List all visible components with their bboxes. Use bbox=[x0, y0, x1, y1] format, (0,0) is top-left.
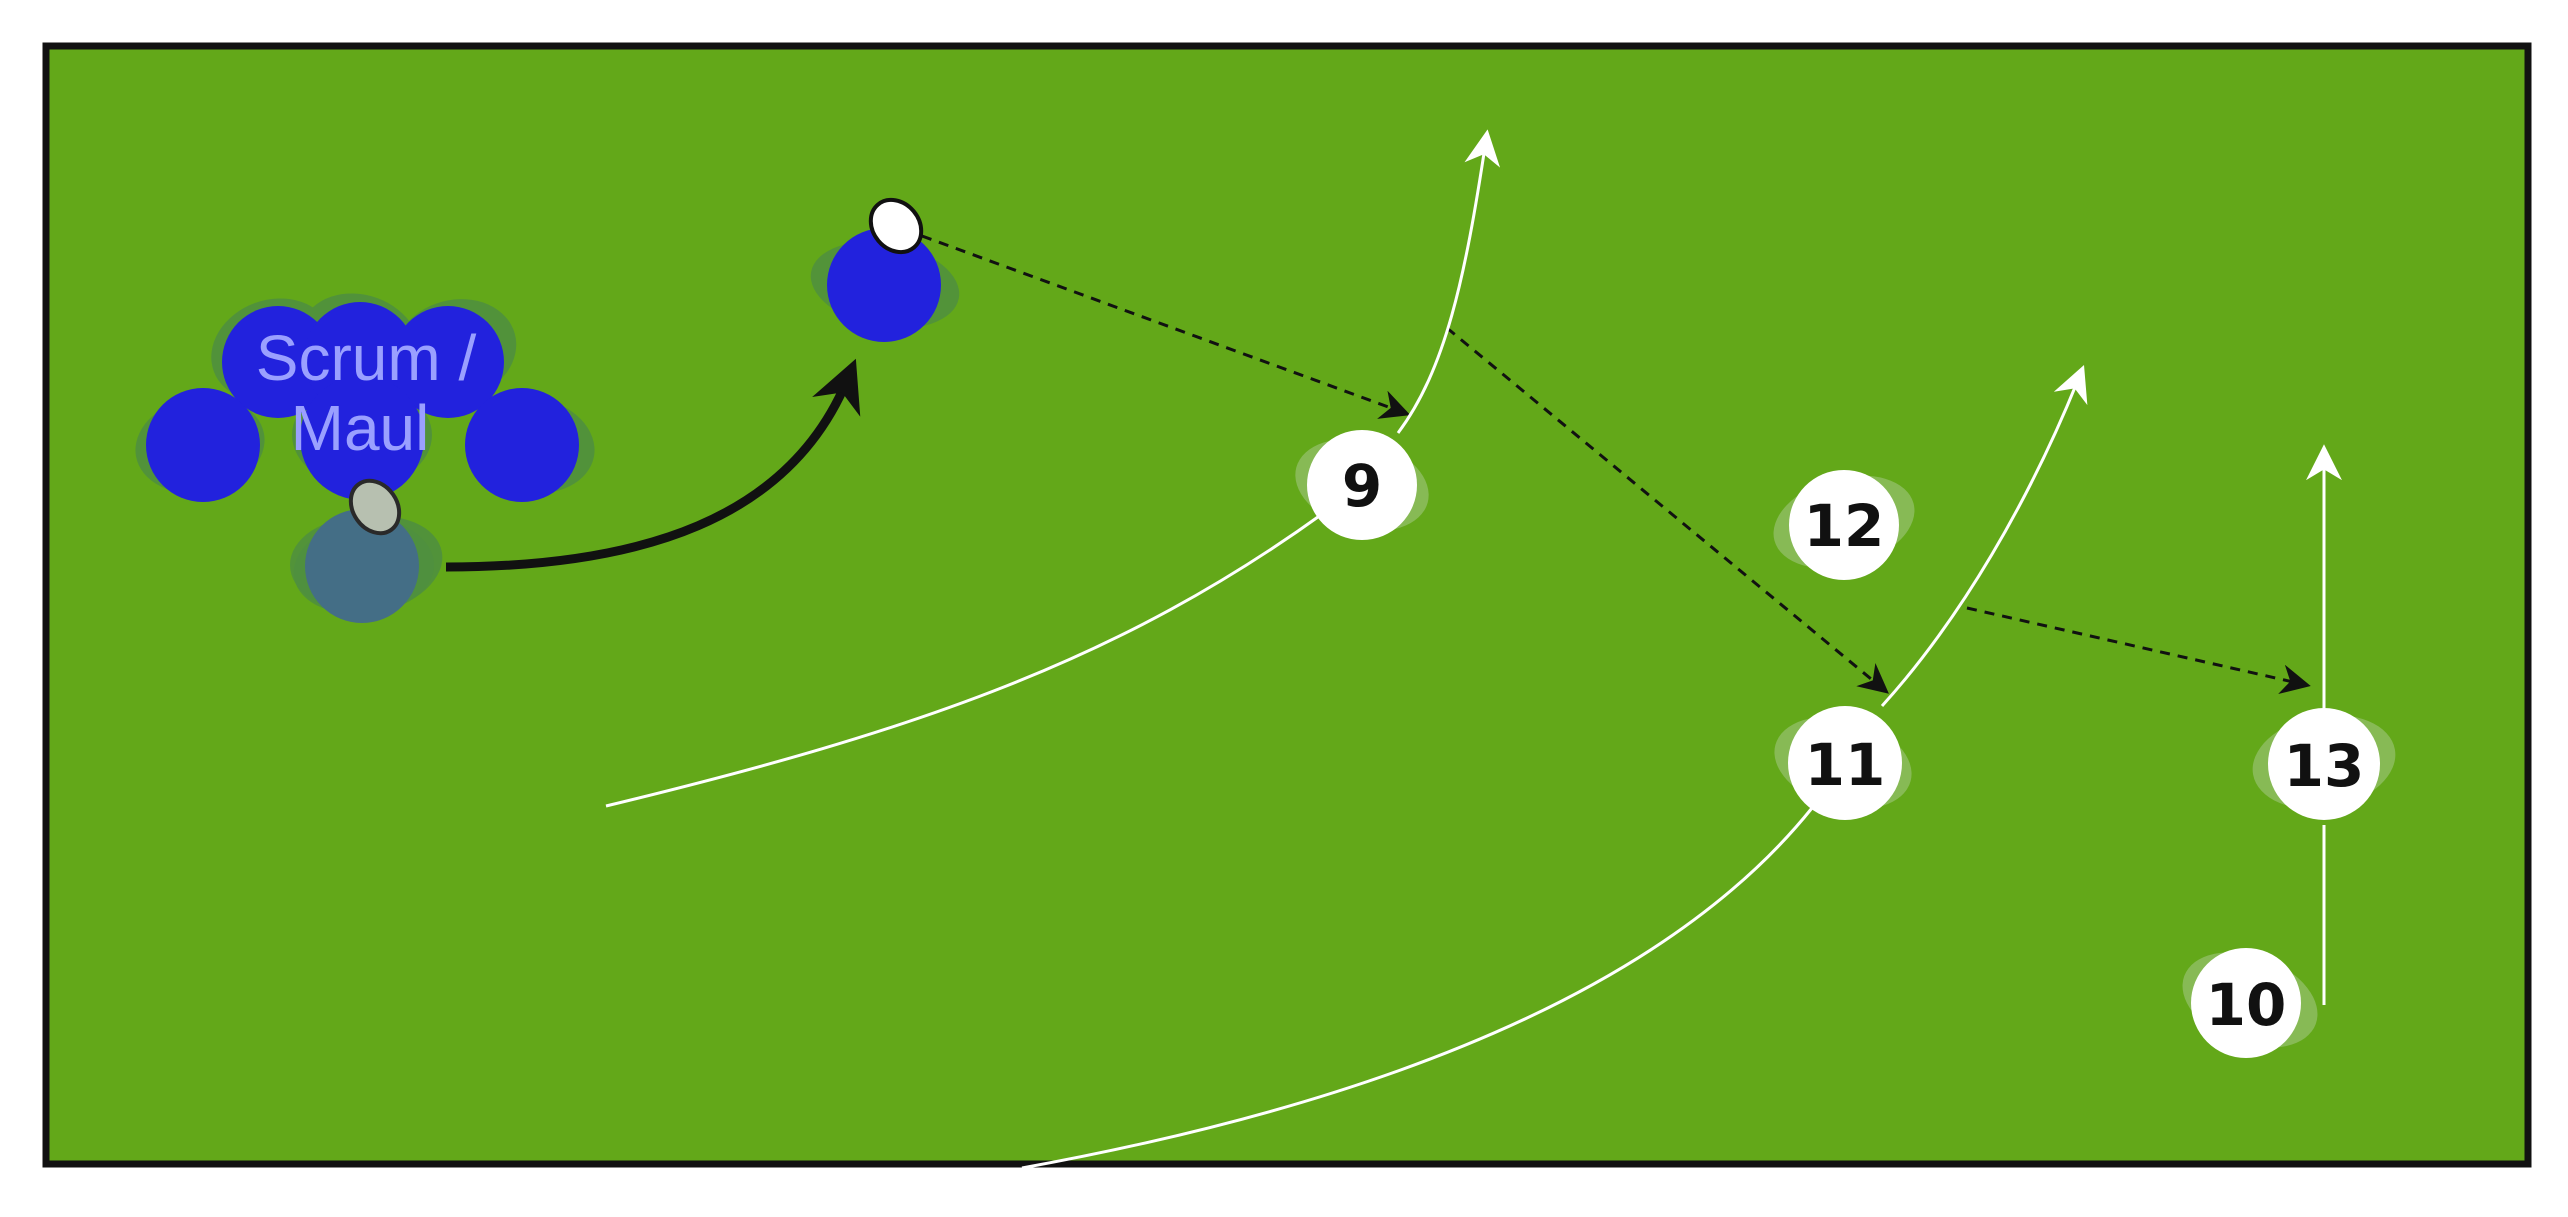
attacker-number: 9 bbox=[1342, 452, 1382, 520]
scrum-half bbox=[305, 509, 419, 623]
scrum-player bbox=[465, 388, 579, 502]
scrum-label-line1: Scrum / bbox=[256, 322, 477, 394]
run-line-11-continue bbox=[1880, 364, 2088, 708]
attacker-9: 9 bbox=[1295, 430, 1429, 540]
attacker-number: 11 bbox=[1805, 731, 1886, 799]
attacker-number: 13 bbox=[2284, 732, 2365, 800]
attacker-13: 13 bbox=[2252, 708, 2396, 820]
run-line-9-continue bbox=[1396, 129, 1501, 434]
scrum-player bbox=[146, 388, 260, 502]
attacker-10: 10 bbox=[2182, 948, 2318, 1058]
scrum-half-run bbox=[445, 358, 861, 572]
attacker-12: 12 bbox=[1773, 470, 1915, 580]
scrum-label-line2: Maul bbox=[291, 392, 430, 464]
attacker-number: 12 bbox=[1804, 492, 1885, 560]
passer bbox=[827, 228, 941, 342]
field bbox=[42, 42, 2532, 1168]
scrum-player bbox=[392, 306, 504, 418]
ball-icon bbox=[868, 197, 924, 255]
ball-icon bbox=[348, 478, 402, 536]
pass-line bbox=[1966, 606, 2311, 694]
scrum-player bbox=[300, 376, 424, 500]
pass-line bbox=[921, 234, 1411, 419]
run-line-9 bbox=[605, 510, 1326, 808]
attacker-number: 10 bbox=[2206, 971, 2287, 1039]
attacker-11: 11 bbox=[1774, 706, 1912, 820]
run-line-11 bbox=[1021, 807, 1814, 1170]
scrum-player bbox=[222, 306, 334, 418]
pass-line bbox=[1446, 326, 1889, 694]
